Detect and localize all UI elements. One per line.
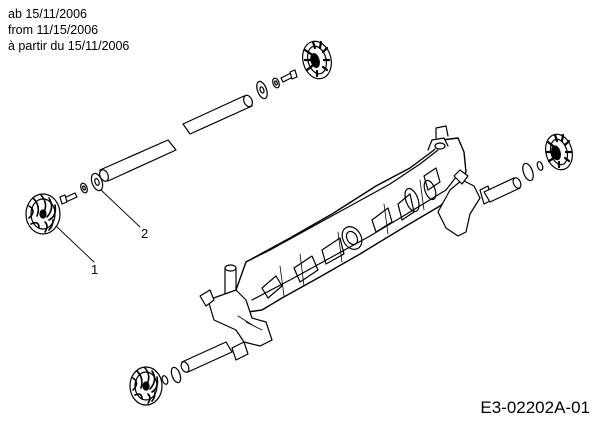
pivot-boss [427,125,449,151]
date-line-english: from 11/15/2006 [8,23,99,37]
spindle-spacer-left [161,375,169,385]
drawing-code: E3-02202A-01 [480,398,590,417]
axle-rod-right [182,94,253,135]
hub-bolt-right [280,69,298,83]
right-spindle [437,169,522,237]
hub-cap-frame-right [545,133,573,171]
hub-cap [25,193,61,235]
revision-date-block: ab 15/11/2006 from 11/15/2006 à partir d… [8,6,129,54]
hub-cap-frame-left [129,366,163,406]
axle-spacer-left [80,182,88,194]
axle-rod-left [99,139,177,182]
front-axle-frame [161,125,544,385]
leader-line-2 [100,189,141,228]
callout-number-hub-cap: 1 [91,262,99,277]
left-spindle [180,264,273,373]
axle-spacer-right [272,77,280,89]
spindle-washer-right [522,162,534,182]
axle-washer-right [256,80,268,100]
spindle-spacer-right [536,161,544,171]
spindle-washer-left [170,366,182,384]
hub-bolt-left [59,192,78,205]
date-line-german: ab 15/11/2006 [8,7,88,21]
beam-cutouts [261,167,441,299]
hub-cap-upper-right [302,40,332,80]
callout-number-axle-washer: 2 [141,226,149,241]
exploded-axle-assembly [59,69,298,205]
leader-line-1 [55,225,95,263]
date-line-french: à partir du 15/11/2006 [8,39,130,53]
axle-washer [90,172,104,192]
